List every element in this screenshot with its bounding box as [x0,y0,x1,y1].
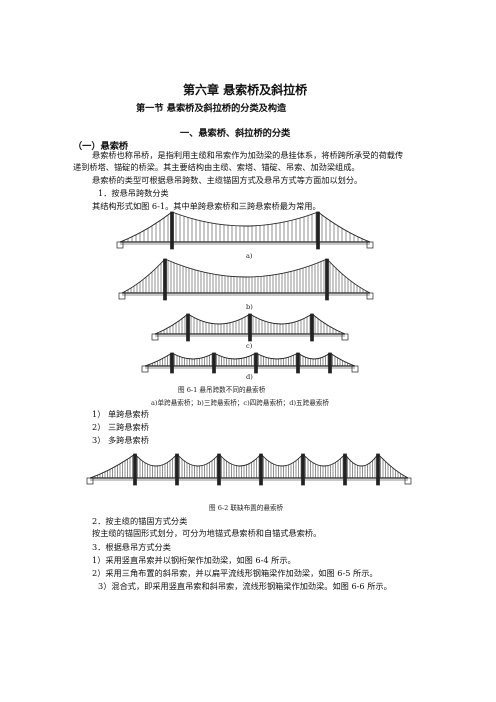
bridge-cable [134,453,178,467]
bridge-pier [366,292,374,300]
bridge-pier [141,365,149,373]
item-heading: 1．按悬吊跨数分类 [98,188,169,198]
bridge-cable [326,258,371,294]
bridge-tower [133,453,137,486]
bridge-cable [302,453,346,467]
bridge-cable [154,313,189,335]
paragraph-line: 1）采用竖直吊索并以钢桁架作加劲梁，如图 6-4 所示。 [92,555,296,565]
paragraph-line: 递到桥塔、锚碇的桥梁。其主要结构由主缆、索塔、锚碇、吊索、加劲梁组成。 [73,162,360,172]
part-label: （一）悬索桥 [73,141,129,152]
bridge-cable [311,313,346,335]
bridge-pier [351,365,359,373]
bridge-tower [296,352,300,374]
list-item: 3） 多跨悬索桥 [92,435,149,445]
bridge-cable [144,352,173,367]
list-item: 2） 三跨悬索桥 [92,422,149,432]
bridge-pier [118,292,126,300]
figure-subcaption: a)单跨悬索桥；b)三跨悬索桥；c)四跨悬索桥；d)五跨悬索桥 [151,399,330,407]
bridge-tower [170,211,174,250]
item-heading: 3．根据悬吊方式分类 [92,542,171,552]
bridge-cable [213,352,257,360]
paragraph-line: 按主缆的锚固形式划分，可分为地锚式悬索桥和自锚式悬索桥。 [92,528,322,538]
bridge-tower [325,258,329,301]
paragraph-line: 悬索桥的类型可根据悬吊跨数、主缆锚固方式及悬吊方式等方面加以划分。 [92,175,363,185]
bridge-pier [116,241,124,249]
bridge-cable [171,211,319,227]
bridge-cable [344,453,379,467]
bridge-tower [301,453,305,486]
bridge-tower [259,453,263,486]
bridge-tower [328,352,332,374]
bridge-tower [186,313,190,342]
bridge-tower [248,313,252,342]
bridge-tower [217,453,221,486]
bridge-tower [343,453,347,486]
bridge-tower [376,453,380,486]
paragraph-line: 2）采用三角布置的斜吊索，并以扁平流线形钢箱梁作加劲梁，如图 6-5 所示。 [92,568,378,578]
bridge-tower [316,211,320,250]
bridge-cable [317,211,371,243]
bridge-cable [176,453,220,467]
figure-caption: 图 6-1 悬吊跨数不同的悬索桥 [178,386,266,394]
bridge-cable [187,313,251,325]
bridge-cable [255,352,299,360]
bridge-pier [86,477,94,485]
bridge-pier [151,333,159,341]
section-title: 第一节 悬索桥及斜拉桥的分类及构造 [136,103,287,114]
item-heading: 2．按主缆的锚固方式分类 [92,516,188,526]
bridge-cable [164,258,328,278]
subsection-title: 一、悬索桥、斜拉桥的分类 [180,128,291,139]
bridge-tower [254,352,258,374]
paragraph-line: 其结构形式如图 6-1。其中单跨悬索桥和三跨悬索桥最为常用。 [92,201,321,211]
figure-sublabel: b) [246,303,253,311]
figure-caption: 图 6-2 联缺布置的悬索桥 [209,504,284,512]
bridge-cable [260,453,304,467]
bridge-cable [171,352,215,360]
figure-sublabel: d) [246,373,253,381]
bridge-tower [170,352,174,374]
bridge-tower [175,453,179,486]
bridge-cable [119,211,173,243]
bridge-cable [218,453,262,467]
bridge-pier [404,477,412,485]
paragraph-line: 悬索桥也称吊桥，是指利用主缆和吊索作为加劲梁的悬挂体系，将桥跨所承受的荷载传 [92,150,404,160]
paragraph-line: 3）混合式，即采用竖直吊索和斜吊索，流线形钢箱梁作加劲梁。如图 6-6 所示。 [98,581,392,591]
figure-sublabel: a) [246,252,253,260]
bridge-tower [212,352,216,374]
figure-sublabel: c) [246,342,253,350]
bridge-pier [341,333,349,341]
bridge-cable [121,258,166,294]
bridge-tower [310,313,314,342]
bridge-pier [366,241,374,249]
bridge-cable [249,313,313,325]
chapter-title: 第六章 悬索桥及斜拉桥 [183,83,308,97]
list-item: 1） 单跨悬索桥 [92,409,149,419]
